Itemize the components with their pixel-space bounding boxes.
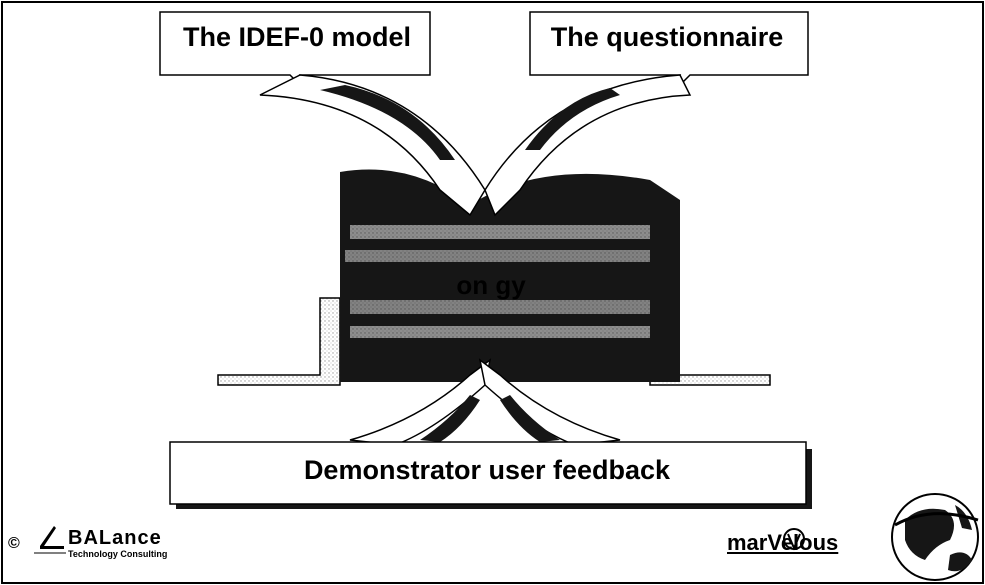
box-top-right-label: The questionnaire xyxy=(550,22,784,52)
box-bottom-label: Demonstrator user feedback xyxy=(303,455,671,485)
balance-logo-icon xyxy=(40,526,64,549)
block-texture xyxy=(345,225,650,338)
shadow-left xyxy=(320,85,455,160)
copyright-symbol: © xyxy=(8,535,20,552)
box-bottom xyxy=(169,441,807,505)
shadow-right xyxy=(525,88,620,150)
shadow-bottom-left xyxy=(420,395,480,442)
marvelous-logo-text: marVelous xyxy=(727,530,839,555)
arrow-left-up xyxy=(349,358,492,446)
balance-logo-text: BALance xyxy=(68,527,162,549)
globe-icon xyxy=(891,493,979,581)
left-base xyxy=(217,297,341,386)
shadow-bottom-right xyxy=(500,395,560,442)
balance-logo-subtext: Technology Consulting xyxy=(68,549,168,559)
marvelous-emblem-icon xyxy=(783,528,805,551)
center-text: on gy xyxy=(456,270,526,300)
box-top-left-label: The IDEF-0 model xyxy=(182,22,412,52)
